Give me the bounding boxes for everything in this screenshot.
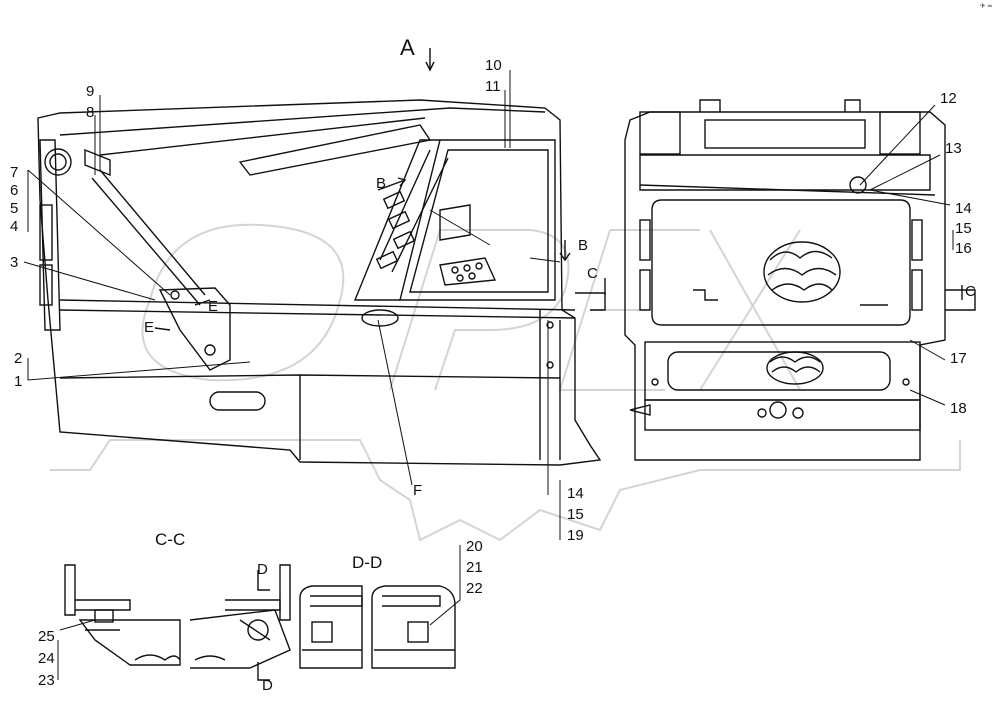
callout-3: 3 [10,254,18,271]
callout-1: 1 [14,373,22,390]
cut-e-upper: E [208,298,218,315]
callout-11: 11 [485,78,501,95]
callout-10: 10 [485,57,502,74]
callout-23: 23 [38,672,55,689]
section-dd-drawing [299,585,456,669]
cut-c-left: C [587,265,598,282]
cut-d-upper: D [257,561,268,578]
cut-b-right: B [578,237,588,254]
callout-19: 19 [567,527,584,544]
callout-6: 6 [10,182,18,199]
callout-7: 7 [10,164,18,181]
section-dd-title: D-D [352,553,382,572]
callout-8: 8 [86,104,94,121]
section-cc-drawing [64,564,291,669]
callout-12: 12 [940,90,957,107]
corner-mark: ✈ ═ [979,2,992,10]
callout-16: 16 [955,240,972,257]
left-panel-view [37,99,606,466]
callout-9: 9 [86,83,94,100]
cut-b-upper: B [376,175,386,192]
cut-d-lower: D [262,677,273,694]
watermark [50,223,961,542]
cut-f: F [413,482,422,499]
callout-20: 20 [466,538,483,555]
callout-15-bottom: 15 [567,506,584,523]
callout-14-right: 14 [955,200,972,217]
right-panel-view [624,99,976,461]
callout-25: 25 [38,628,55,645]
callout-15-right: 15 [955,220,972,237]
callout-17: 17 [950,350,967,367]
callout-5: 5 [10,200,18,217]
callout-14-bottom: 14 [567,485,584,502]
callout-21: 21 [466,559,483,576]
callout-18: 18 [950,400,967,417]
callout-24: 24 [38,650,55,667]
cut-marks [154,48,963,681]
view-title: A [400,35,415,60]
leader-lines [23,70,954,680]
cut-c-right: C [965,283,976,300]
callout-13: 13 [945,140,962,157]
cut-e-lower: E [144,319,154,336]
section-cc-title: C-C [155,530,185,549]
callout-2: 2 [14,350,22,367]
callout-22: 22 [466,580,483,597]
labels: A 9 8 7 6 5 4 3 2 1 10 11 12 13 14 15 16… [10,35,976,694]
callout-4: 4 [10,218,18,235]
